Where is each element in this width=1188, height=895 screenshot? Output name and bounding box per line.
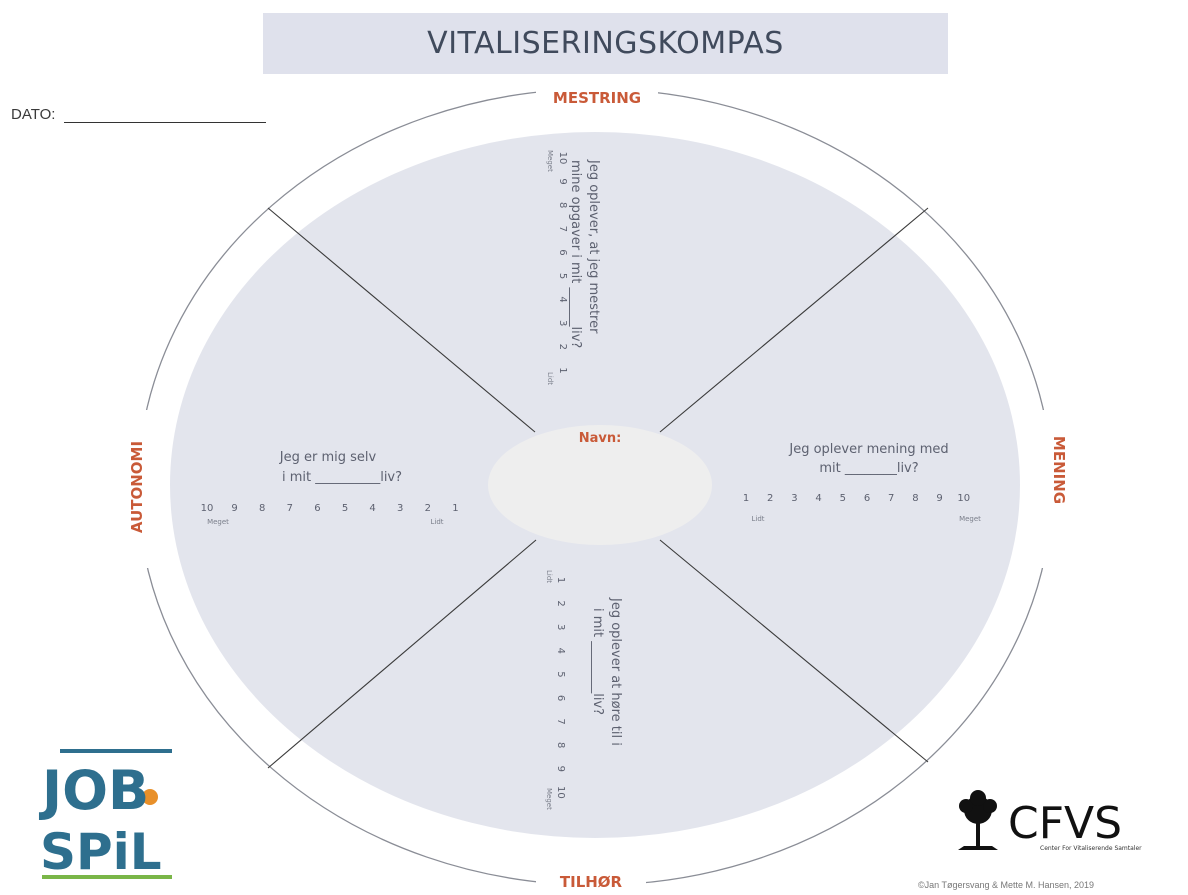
- mestring-high-label: Meget: [546, 150, 554, 172]
- scale-mestring-value-3[interactable]: 3: [557, 320, 568, 326]
- scale-tilhor-value-6[interactable]: 6: [555, 695, 566, 701]
- logo-job-text: JOB: [38, 759, 149, 822]
- scale-tilhor-value-3[interactable]: 3: [555, 624, 566, 630]
- scale-tilhor-value-9[interactable]: 9: [555, 766, 566, 772]
- category-mestring: MESTRING: [553, 89, 641, 107]
- scale-mestring-value-6[interactable]: 6: [557, 249, 568, 255]
- title-bar: VITALISERINGSKOMPAS: [263, 13, 948, 74]
- scale-autonomi-value-8[interactable]: 8: [259, 503, 265, 514]
- autonomi-low-label: Lidt: [430, 518, 443, 526]
- date-label: DATO:: [11, 106, 56, 123]
- scale-autonomi-value-2[interactable]: 2: [425, 503, 431, 514]
- cfvs-subtitle: Center For Vitaliserende Samtaler: [1040, 845, 1142, 852]
- scale-mestring-value-9[interactable]: 9: [557, 178, 568, 184]
- scale-tilhor-value-4[interactable]: 4: [555, 648, 566, 654]
- category-autonomi: AUTONOMI: [128, 441, 146, 533]
- scale-autonomi: 10 9 8 7 6 5 4 3 2 1: [201, 503, 459, 514]
- question-tilhor-line2: i mit ________liv?: [590, 608, 605, 715]
- page-title: VITALISERINGSKOMPAS: [427, 26, 784, 61]
- scale-mening: 1 2 3 4 5 6 7 8 9 10: [743, 493, 970, 504]
- question-mestring-line1: Jeg oplever, at jeg mestrer: [586, 159, 601, 334]
- divider-bottom-right: [659, 539, 929, 763]
- date-field-line[interactable]: [64, 122, 266, 123]
- mening-high-label: Meget: [959, 515, 981, 523]
- scale-autonomi-value-3[interactable]: 3: [397, 503, 403, 514]
- scale-mestring-value-1[interactable]: 1: [557, 367, 568, 373]
- scale-tilhor: 1 2 3 4 5 6 7 8 9 10: [555, 577, 566, 799]
- jobispil-logo: JOB SPiL: [38, 749, 172, 879]
- scale-mestring-value-8[interactable]: 8: [557, 202, 568, 208]
- category-mening: MENING: [1050, 436, 1068, 504]
- name-label: Navn:: [579, 431, 622, 446]
- scale-autonomi-value-10[interactable]: 10: [201, 503, 214, 514]
- question-mening-line1: Jeg oplever mening med: [788, 442, 948, 457]
- scale-mening-value-3[interactable]: 3: [791, 493, 797, 504]
- scale-autonomi-value-4[interactable]: 4: [369, 503, 375, 514]
- mening-low-label: Lidt: [751, 515, 764, 523]
- mestring-low-label: Lidt: [546, 372, 554, 385]
- scale-mening-value-9[interactable]: 9: [936, 493, 942, 504]
- tilhor-high-label: Meget: [545, 788, 553, 810]
- cfvs-text: CFVS: [1008, 798, 1122, 849]
- scale-mening-value-5[interactable]: 5: [840, 493, 846, 504]
- scale-mestring-value-5[interactable]: 5: [557, 273, 568, 279]
- scale-tilhor-value-2[interactable]: 2: [555, 600, 566, 606]
- divider-top-right: [659, 207, 929, 433]
- scale-tilhor-value-10[interactable]: 10: [555, 786, 566, 799]
- divider-top-left: [267, 207, 536, 433]
- scale-mening-value-4[interactable]: 4: [815, 493, 821, 504]
- scale-mestring-value-2[interactable]: 2: [557, 344, 568, 350]
- scale-autonomi-value-1[interactable]: 1: [452, 503, 458, 514]
- scale-mestring-value-7[interactable]: 7: [557, 226, 568, 232]
- scale-tilhor-value-7[interactable]: 7: [555, 718, 566, 724]
- tilhor-low-label: Lidt: [545, 570, 553, 583]
- scale-autonomi-value-9[interactable]: 9: [231, 503, 237, 514]
- copyright: ©Jan Tøgersvang & Mette M. Hansen, 2019: [918, 880, 1095, 890]
- scale-autonomi-value-7[interactable]: 7: [287, 503, 293, 514]
- question-mestring-line2: mine opgaver i mit ______liv?: [568, 160, 583, 348]
- scale-tilhor-value-5[interactable]: 5: [555, 671, 566, 677]
- divider-bottom-left: [267, 539, 537, 769]
- scale-autonomi-value-6[interactable]: 6: [314, 503, 320, 514]
- scale-autonomi-value-5[interactable]: 5: [342, 503, 348, 514]
- divider-lines: [267, 207, 929, 769]
- question-autonomi-line1: Jeg er mig selv: [279, 450, 377, 465]
- scale-mening-value-6[interactable]: 6: [864, 493, 870, 504]
- scale-mening-value-1[interactable]: 1: [743, 493, 749, 504]
- category-tilhor: TILHØR: [560, 873, 623, 891]
- scale-mening-value-7[interactable]: 7: [888, 493, 894, 504]
- scale-mening-value-10[interactable]: 10: [957, 493, 970, 504]
- scale-mestring-value-10[interactable]: 10: [557, 152, 568, 165]
- question-autonomi-line2: i mit __________liv?: [282, 470, 402, 485]
- cfvs-logo: CFVS Center For Vitaliserende Samtaler: [958, 790, 1142, 852]
- scale-mening-value-2[interactable]: 2: [767, 493, 773, 504]
- scale-mestring-value-4[interactable]: 4: [557, 296, 568, 302]
- scale-tilhor-value-1[interactable]: 1: [555, 577, 566, 583]
- scale-mening-value-8[interactable]: 8: [912, 493, 918, 504]
- scale-mestring: 10 9 8 7 6 5 4 3 2 1: [557, 152, 568, 374]
- question-tilhor-line1: Jeg oplever at høre til i: [608, 597, 623, 746]
- tree-icon: [958, 790, 998, 850]
- scale-tilhor-value-8[interactable]: 8: [555, 742, 566, 748]
- autonomi-high-label: Meget: [207, 518, 229, 526]
- question-mening-line2: mit ________liv?: [819, 461, 918, 476]
- logo-spil-text: SPiL: [40, 823, 162, 879]
- name-field[interactable]: [488, 425, 712, 545]
